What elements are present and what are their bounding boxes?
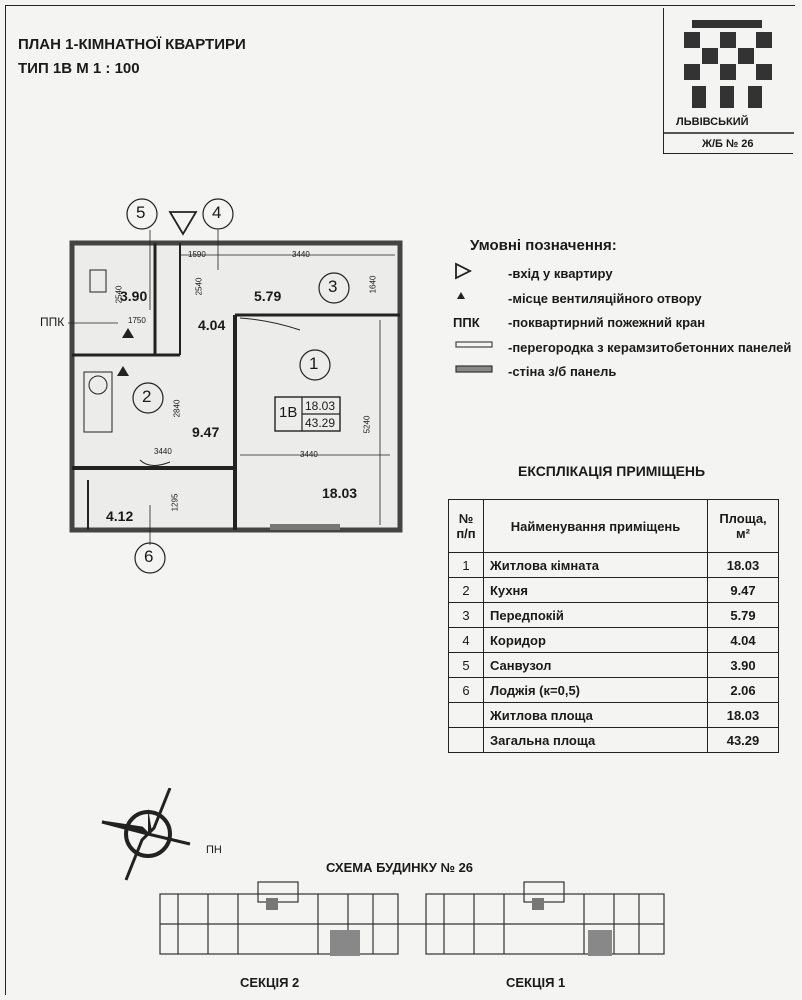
row-no: 2 bbox=[448, 577, 484, 603]
area-loggia: 4.12 bbox=[106, 508, 134, 524]
explication-title: ЕКСПЛІКАЦІЯ ПРИМІЩЕНЬ bbox=[518, 463, 706, 479]
row-area: 4.04 bbox=[707, 627, 779, 653]
partition-symbol-icon bbox=[455, 341, 493, 348]
dim-1640: 1640 bbox=[368, 275, 378, 294]
dim-1750: 1750 bbox=[128, 316, 146, 325]
room-tag-living: 18.03 bbox=[305, 399, 336, 413]
table-row: 1 Житлова кімната 18.03 bbox=[448, 552, 779, 578]
legend-symbols bbox=[455, 262, 493, 373]
compass-north-label: ПН bbox=[206, 844, 222, 856]
stamp-name: ЛЬВІВСЬКИЙ bbox=[676, 116, 749, 128]
dim-2840: 2840 bbox=[172, 399, 182, 418]
row-name: Кухня bbox=[483, 577, 708, 603]
table-header-row: № п/п Найменування приміщень Площа, м² bbox=[448, 499, 779, 553]
table-row-total-area: Загальна площа 43.29 bbox=[448, 727, 779, 753]
legend-item-ppk: -поквартирний пожежний кран bbox=[508, 315, 706, 330]
axis-label-5: 5 bbox=[136, 203, 146, 222]
embroidery-logo-icon bbox=[664, 20, 794, 134]
legend-item-entrance: -вхід у квартиру bbox=[508, 266, 613, 281]
table-row: 3 Передпокій 5.79 bbox=[448, 602, 779, 628]
row-name: Лоджія (к=0,5) bbox=[483, 677, 708, 703]
row-name: Загальна площа bbox=[483, 727, 708, 753]
room-tag-type: 1В bbox=[279, 404, 298, 421]
axis-label-2: 2 bbox=[142, 387, 152, 406]
plan-subtitle: ТИП 1В М 1 : 100 bbox=[18, 60, 140, 77]
row-name: Житлова площа bbox=[483, 702, 708, 728]
row-area: 3.90 bbox=[707, 652, 779, 678]
scheme-title: СХЕМА БУДИНКУ № 26 bbox=[326, 860, 474, 875]
row-no bbox=[448, 727, 484, 753]
table-row-living-area: Житлова площа 18.03 bbox=[448, 702, 779, 728]
legend-item-partition: -перегородка з керамзитобетонних панелей bbox=[508, 340, 792, 355]
header-name: Найменування приміщень bbox=[483, 499, 708, 553]
stamp-code: Ж/Б № 26 bbox=[702, 138, 754, 150]
row-name: Санвузол bbox=[483, 652, 708, 678]
area-corridor: 4.04 bbox=[198, 317, 226, 333]
ppk-label: ППК bbox=[40, 315, 65, 329]
legend-item-wall: -стіна з/б панель bbox=[508, 364, 617, 379]
row-no: 3 bbox=[448, 602, 484, 628]
table-row: 6 Лоджія (к=0,5) 2.06 bbox=[448, 677, 779, 703]
area-living-room: 18.03 bbox=[322, 485, 358, 501]
table-row: 2 Кухня 9.47 bbox=[448, 577, 779, 603]
page-frame bbox=[5, 5, 795, 995]
plan-title: ПЛАН 1-КІМНАТНОЇ КВАРТИРИ bbox=[18, 36, 246, 53]
row-area: 18.03 bbox=[707, 702, 779, 728]
axis-label-3: 3 bbox=[328, 277, 338, 296]
header-area: Площа, м² bbox=[707, 499, 779, 553]
row-no: 1 bbox=[448, 552, 484, 578]
row-area: 9.47 bbox=[707, 577, 779, 603]
row-no bbox=[448, 702, 484, 728]
dim-5240: 5240 bbox=[362, 415, 372, 434]
dim-3440-room: 3440 bbox=[300, 450, 318, 459]
row-name: Коридор bbox=[483, 627, 708, 653]
entrance-triangle-icon bbox=[455, 262, 473, 280]
row-no: 5 bbox=[448, 652, 484, 678]
legend-item-vent: -місце вентиляційного отвору bbox=[508, 291, 702, 306]
dim-3440-top: 3440 bbox=[292, 250, 310, 259]
axis-label-1: 1 bbox=[309, 354, 319, 373]
vent-triangle-icon bbox=[457, 292, 465, 299]
row-no: 4 bbox=[448, 627, 484, 653]
row-area: 2.06 bbox=[707, 677, 779, 703]
row-area: 43.29 bbox=[707, 727, 779, 753]
legend-symbol-ppk: ППК bbox=[453, 315, 480, 330]
dim-1295: 1295 bbox=[170, 493, 180, 512]
title-stamp: ЛЬВІВСЬКИЙ Ж/Б № 26 bbox=[663, 8, 794, 154]
axis-label-6: 6 bbox=[144, 547, 154, 566]
axis-label-4: 4 bbox=[212, 203, 222, 222]
compass-rose-icon bbox=[101, 788, 191, 881]
scheme-section-2: СЕКЦІЯ 2 bbox=[240, 975, 300, 990]
dim-3440-kitchen: 3440 bbox=[154, 447, 172, 456]
table-row: 5 Санвузол 3.90 bbox=[448, 652, 779, 678]
explication-table: № п/п Найменування приміщень Площа, м² 1… bbox=[448, 499, 779, 753]
area-bathroom: 3.90 bbox=[120, 288, 148, 304]
scheme-section-1: СЕКЦІЯ 1 bbox=[506, 975, 566, 990]
legend-title: Умовні позначення: bbox=[470, 237, 617, 254]
row-no: 6 bbox=[448, 677, 484, 703]
row-name: Передпокій bbox=[483, 602, 708, 628]
dim-2540-corridor: 2540 bbox=[194, 277, 204, 296]
room-tag-total: 43.29 bbox=[305, 416, 336, 430]
header-no: № п/п bbox=[448, 499, 484, 553]
area-kitchen: 9.47 bbox=[192, 424, 220, 440]
area-hallway: 5.79 bbox=[254, 288, 282, 304]
row-area: 18.03 bbox=[707, 552, 779, 578]
table-row: 4 Коридор 4.04 bbox=[448, 627, 779, 653]
row-area: 5.79 bbox=[707, 602, 779, 628]
building-scheme-drawing bbox=[159, 881, 665, 956]
row-name: Житлова кімната bbox=[483, 552, 708, 578]
wall-symbol-icon bbox=[455, 365, 493, 373]
dim-1590: 1590 bbox=[188, 250, 206, 259]
